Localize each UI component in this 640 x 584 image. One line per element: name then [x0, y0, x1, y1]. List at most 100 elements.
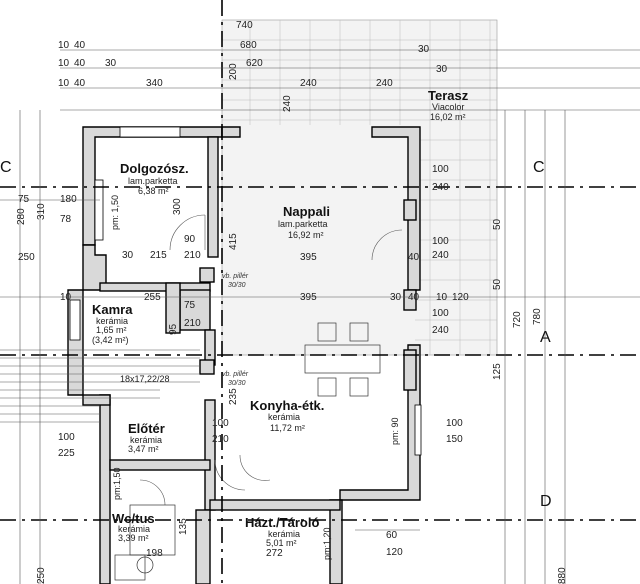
room-terasz: Terasz Viacolor 16,02 m²	[428, 88, 469, 122]
parapet-note: pm: 90	[390, 417, 400, 445]
dimension-label: 240	[432, 182, 449, 193]
dimension-label: 300	[172, 198, 183, 215]
dimension-label: 40	[408, 292, 420, 303]
furniture	[114, 322, 381, 581]
room-tarolo: Házt./Tároló kerámia 5,01 m²	[245, 515, 319, 548]
room-floor: lam.parketta	[278, 219, 328, 229]
dimension-label: 215	[150, 250, 167, 261]
room-name: Kamra	[92, 302, 133, 317]
dimension-label: 30	[122, 250, 134, 261]
dimension-label: 240	[282, 95, 293, 112]
room-name: Nappali	[283, 204, 330, 219]
room-area-extra: (3,42 m²)	[92, 335, 129, 345]
dimension-label: 50	[492, 218, 503, 230]
dimension-label: 10	[60, 292, 72, 303]
dimension-label: 50	[492, 278, 503, 290]
room-area: 5,01 m²	[266, 538, 297, 548]
dimension-label: 10	[58, 58, 70, 69]
dimension-label: 235	[228, 388, 239, 405]
dimension-label: 60	[386, 530, 398, 541]
axis-label-c-left: C	[0, 159, 12, 176]
dimension-label: 620	[246, 58, 263, 69]
dimension-label: 10	[436, 292, 448, 303]
dimension-label: 90	[184, 234, 196, 245]
dimension-label: 40	[74, 58, 86, 69]
room-eloter: Előtér kerámia 3,47 m²	[128, 421, 165, 454]
dimension-label: 240	[432, 250, 449, 261]
room-area: 16,02 m²	[430, 112, 466, 122]
dimension-label: 200	[228, 63, 239, 80]
pillar-note: 30/30	[228, 380, 246, 387]
dimension-label: 100	[432, 308, 449, 319]
dimension-label: 120	[386, 547, 403, 558]
room-floor: kerámia	[268, 529, 300, 539]
dimension-label: 78	[60, 214, 72, 225]
room-floor: kerámia	[268, 412, 300, 422]
room-area: 3,39 m²	[118, 533, 149, 543]
room-name: Előtér	[128, 421, 165, 436]
dimension-label: 210	[212, 434, 229, 445]
dimension-label: 100	[58, 432, 75, 443]
dimension-label: 100	[212, 418, 229, 429]
axis-label-a: A	[540, 329, 551, 346]
dimension-label: 125	[492, 363, 503, 380]
dimension-label: 198	[146, 548, 163, 559]
pillar-note: 30/30	[228, 282, 246, 289]
room-wc: Wc/tus kerámia 3,39 m²	[112, 511, 155, 543]
door-swings	[139, 214, 403, 506]
dimension-label: 720	[512, 311, 523, 328]
dimension-labels: 740 680 620 340 10 40 10 40 30 10 40 200…	[16, 20, 568, 584]
room-area: 3,47 m²	[128, 444, 159, 454]
dimension-label: 250	[36, 567, 47, 584]
room-nappali: Nappali lam.parketta 16,92 m²	[278, 204, 330, 240]
dimension-label: 340	[146, 78, 163, 89]
room-dolgozo: Dolgozósz. lam.parketta 6,38 m²	[120, 161, 189, 196]
stairs	[0, 349, 200, 423]
axis-label-d: D	[540, 493, 552, 510]
dimension-label: 30	[390, 292, 402, 303]
dimension-label: 740	[236, 20, 253, 31]
room-name: Wc/tus	[112, 511, 155, 526]
dimension-label: 150	[446, 434, 463, 445]
pillar-note: vb. pillér	[222, 371, 249, 378]
dimension-label: 255	[144, 292, 161, 303]
room-name: Dolgozósz.	[120, 161, 189, 176]
dimension-label: 40	[74, 78, 86, 89]
dimension-label: 415	[228, 233, 239, 250]
dimension-label: 310	[36, 203, 47, 220]
dimension-label: 30	[436, 64, 448, 75]
parapet-note: pm:1,20	[322, 527, 332, 560]
dimension-label: 240	[432, 325, 449, 336]
dimension-label: 100	[432, 164, 449, 175]
room-kamra: Kamra kerámia 1,65 m² (3,42 m²)	[92, 302, 133, 345]
dimension-label: 30	[418, 44, 430, 55]
room-floor: kerámia	[96, 316, 128, 326]
dimension-label: 225	[58, 448, 75, 459]
pillar-note: vb. pillér	[222, 273, 249, 280]
dimension-label: 395	[300, 292, 317, 303]
dimension-label: 272	[266, 548, 283, 559]
dimension-label: 100	[446, 418, 463, 429]
dimension-label: 180	[60, 194, 77, 205]
dimension-label: 880	[557, 567, 568, 584]
room-area: 6,38 m²	[138, 186, 169, 196]
dimension-label: 30	[105, 58, 117, 69]
dimension-label: 40	[408, 252, 420, 263]
dimension-label: 75	[184, 300, 196, 311]
room-name: Terasz	[428, 88, 469, 103]
stairs-note: 18x17,22/28	[120, 374, 170, 384]
dimension-label: 240	[300, 78, 317, 89]
dimension-label: 240	[376, 78, 393, 89]
room-floor: kerámia	[118, 524, 150, 534]
room-area: 1,65 m²	[96, 325, 127, 335]
room-floor: kerámia	[130, 435, 162, 445]
dimension-label: 780	[532, 308, 543, 325]
dimension-label: 135	[178, 518, 189, 535]
room-konyha: Konyha-étk. kerámia 11,72 m²	[250, 398, 324, 433]
windows	[69, 126, 422, 456]
interior-walls	[82, 136, 417, 584]
parapet-note: pm:1,50	[112, 467, 122, 500]
axis-label-c-right: C	[533, 159, 545, 176]
dimension-label: 280	[16, 208, 27, 225]
